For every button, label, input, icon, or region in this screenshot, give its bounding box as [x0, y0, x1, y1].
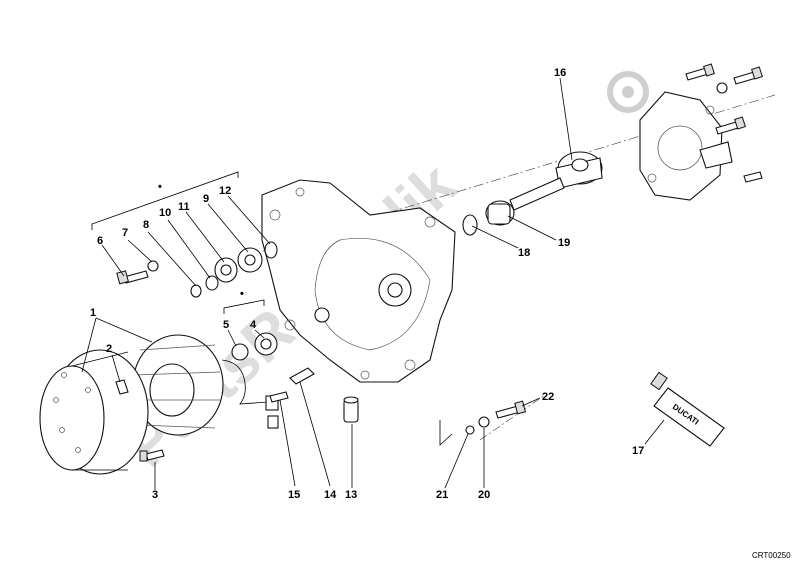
callout-18: 18 [518, 247, 530, 259]
callout-11: 11 [178, 201, 190, 213]
water-pump-impeller [509, 151, 603, 211]
generator-cover [261, 179, 456, 383]
group-marker-6-12: • [158, 181, 162, 193]
callout-15: 15 [288, 489, 300, 501]
sealant-tube: DUCATI [650, 371, 725, 447]
pump-ring [462, 214, 478, 236]
bearing-stack [116, 241, 278, 298]
callout-7: 7 [122, 227, 128, 239]
group-marker-4-5: • [240, 288, 244, 300]
callout-1: 1 [90, 307, 96, 319]
callout-16: 16 [554, 67, 566, 79]
callout-22: 22 [542, 391, 554, 403]
callout-5: 5 [223, 319, 229, 331]
dowel-sleeve [343, 396, 359, 423]
pump-seal [485, 200, 515, 226]
callout-3: 3 [152, 489, 158, 501]
group-bracket-4-5: • [223, 288, 265, 314]
cover-screws [685, 63, 763, 183]
group-bracket-16: • [243, 287, 247, 299]
stator-screws [115, 379, 165, 462]
cable-clamp [269, 367, 315, 403]
callout-4: 4 [250, 319, 257, 331]
small-bearing-group [231, 332, 278, 361]
watermark-gear-icon [607, 71, 649, 113]
reference-code: CRT00250 [752, 551, 791, 560]
flywheel-rotor [39, 349, 149, 475]
callout-labels: 1 2 3 4 5 6 7 8 9 10 11 12 13 14 15 16 1… [90, 67, 644, 501]
callout-6: 6 [97, 235, 103, 247]
callout-21: 21 [436, 489, 448, 501]
screw-axis-line [479, 394, 546, 441]
callout-14: 14 [324, 489, 337, 501]
leader-lines [81, 77, 665, 490]
screw-with-washers [439, 400, 527, 446]
callout-13: 13 [345, 489, 357, 501]
callout-12: 12 [219, 185, 231, 197]
water-pump-cover [639, 91, 733, 201]
callout-20: 20 [478, 489, 490, 501]
callout-2: 2 [106, 343, 112, 355]
callout-8: 8 [143, 219, 149, 231]
callout-19: 19 [558, 237, 570, 249]
callout-9: 9 [203, 193, 209, 205]
callout-10: 10 [159, 207, 171, 219]
callout-17: 17 [632, 445, 644, 457]
group-bracket-6-12: • [91, 171, 239, 230]
